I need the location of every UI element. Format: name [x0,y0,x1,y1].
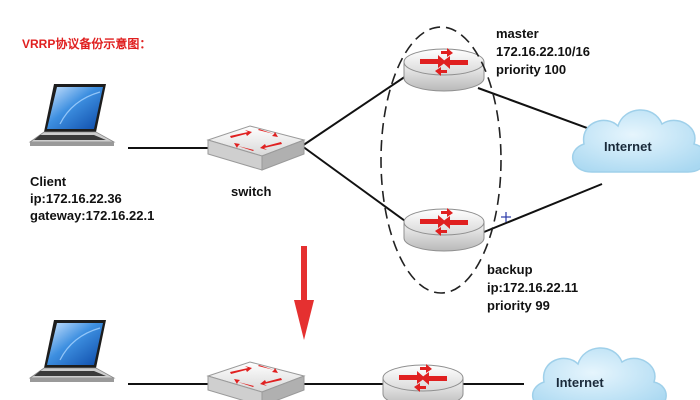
bottom-internet-label: Internet [556,375,604,390]
switch-label: switch [231,184,272,199]
bottom-switch-icon [207,361,305,400]
client-gateway: gateway:172.16.22.1 [30,208,155,223]
master-ip: 172.16.22.10/16 [496,44,590,59]
client-laptop-icon [29,83,115,147]
backup-priority: priority 99 [487,298,550,313]
bottom-client-laptop-icon [29,319,115,383]
master-router-icon [403,47,485,92]
crosshair-icon [501,212,511,222]
diagram-title: VRRP协议备份示意图： [22,37,152,51]
backup-name: backup [487,262,533,277]
failover-down-arrow [294,246,314,340]
switch-backup-link [301,145,413,227]
master-priority: priority 100 [496,62,567,77]
bottom-internet-cloud-icon [531,347,667,400]
client-ip: ip:172.16.22.36 [30,191,122,206]
master-internet-link [477,87,599,133]
internet-label: Internet [604,139,652,154]
backup-internet-link [483,183,603,233]
bottom-router-icon [382,363,464,400]
switch-icon [207,125,305,171]
virtual-router-group [380,26,502,294]
backup-router-icon [403,207,485,252]
switch-master-link [301,71,413,147]
backup-ip: ip:172.16.22.11 [487,280,579,295]
master-name: master [496,26,539,41]
client-name: Client [30,174,67,189]
